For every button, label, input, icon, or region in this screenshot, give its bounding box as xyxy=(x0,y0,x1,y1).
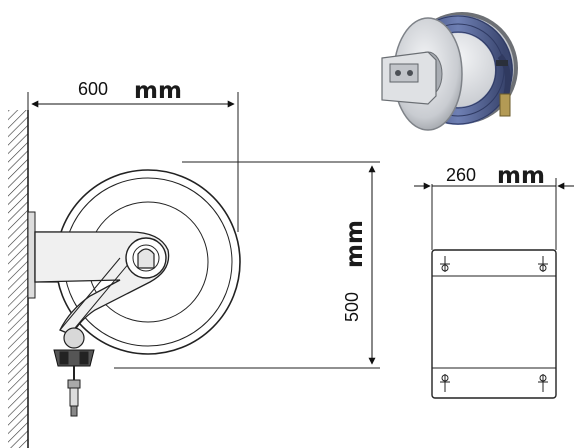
bolt-bottom-left xyxy=(440,374,450,392)
bolt-top-left xyxy=(440,256,450,272)
bolt-bottom-right xyxy=(538,374,548,392)
height-value: 500 xyxy=(342,292,362,322)
bolt-top-right xyxy=(538,256,548,272)
depth-value: 260 xyxy=(446,165,476,185)
wall xyxy=(8,110,29,448)
reel-side-view xyxy=(27,169,241,417)
width-value: 600 xyxy=(78,79,108,99)
depth-unit: mm xyxy=(497,163,545,189)
height-unit: mm xyxy=(342,220,368,268)
width-dimension: 600 mm xyxy=(27,78,239,232)
reel-front-view xyxy=(431,249,557,399)
depth-dimension: 260 mm xyxy=(414,163,574,250)
height-dimension: 500 mm xyxy=(114,161,380,369)
hose-reel-photo xyxy=(381,12,518,131)
width-unit: mm xyxy=(134,78,182,104)
